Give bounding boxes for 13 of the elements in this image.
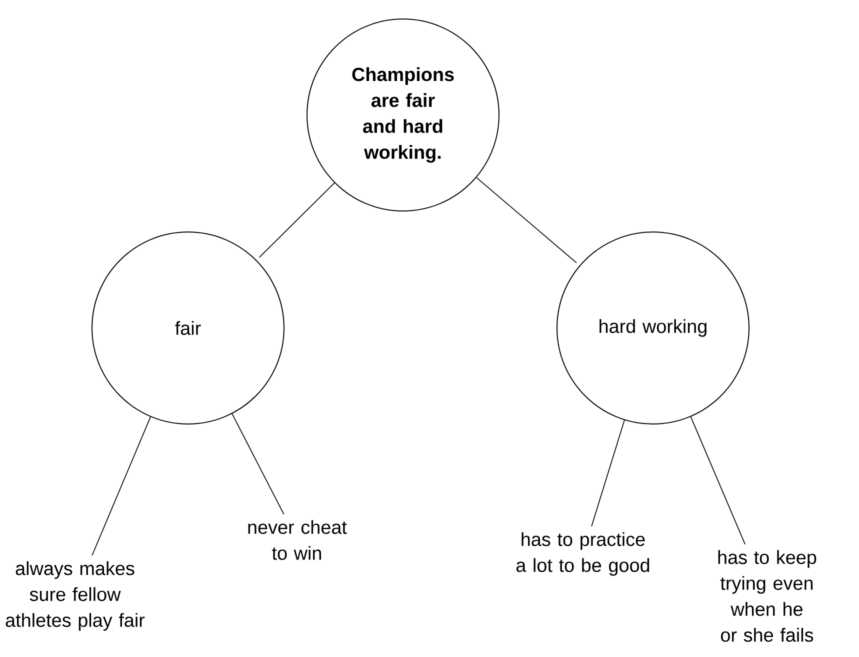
connector-line (232, 413, 284, 515)
connector-line (476, 177, 577, 264)
leaf-text: never cheat to win (248, 520, 347, 560)
leaf-text: has to keep trying even when he or she fails (718, 550, 816, 642)
circle-node: hard working (556, 232, 750, 424)
connector-line (258, 182, 335, 258)
connector-line (591, 420, 625, 527)
connector-line (92, 416, 151, 556)
circle-node: Champions are fair and hard working. (306, 18, 500, 212)
leaf-text: always makes sure fellow athletes play fair (6, 561, 145, 631)
connector-line (690, 416, 746, 545)
leaf-text: has to practice a lot to be good (516, 532, 650, 576)
circle-node: fair (92, 232, 284, 424)
